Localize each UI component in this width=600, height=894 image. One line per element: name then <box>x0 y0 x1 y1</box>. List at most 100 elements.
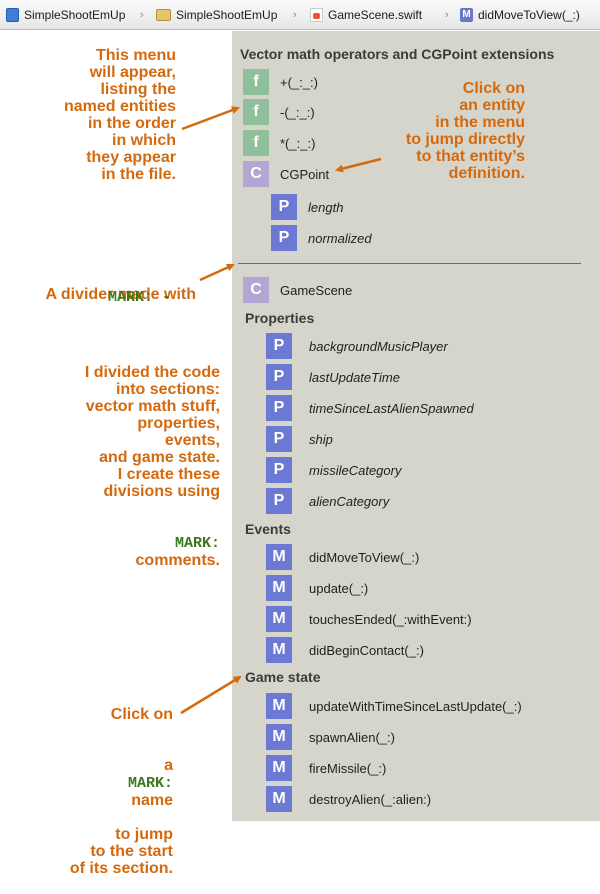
property-badge-icon: P <box>266 426 292 452</box>
jumpbar-item-method[interactable]: M didMoveToView(_:) <box>460 7 580 23</box>
menu-item-label: didBeginContact(_:) <box>309 642 424 658</box>
arrow-to-divider <box>199 263 235 282</box>
menu-item-method[interactable]: M updateWithTimeSinceLastUpdate(_:) <box>266 693 522 719</box>
annotation-text: Click on <box>110 706 173 723</box>
property-badge-icon: P <box>266 364 292 390</box>
menu-item-label: updateWithTimeSinceLastUpdate(_:) <box>309 698 522 714</box>
function-badge-icon: f <box>243 99 269 125</box>
jumpbar-item-project[interactable]: SimpleShootEmUp <box>6 7 125 23</box>
menu-item-method[interactable]: M spawnAlien(_:) <box>266 724 395 750</box>
menu-item-method[interactable]: M didBeginContact(_:) <box>266 637 424 663</box>
menu-item-label: ship <box>309 431 333 447</box>
property-badge-icon: P <box>266 333 292 359</box>
menu-section-events[interactable]: Events <box>245 521 291 537</box>
menu-item-label: normalized <box>308 230 372 246</box>
menu-section-properties[interactable]: Properties <box>245 310 315 326</box>
jumpbar-label: GameScene.swift <box>328 8 423 22</box>
menu-item-function[interactable]: f *(_:_:) <box>243 130 315 156</box>
property-badge-icon: P <box>266 457 292 483</box>
menu-item-function[interactable]: f -(_:_:) <box>243 99 315 125</box>
method-badge-icon: M <box>266 637 292 663</box>
annotation-text-line: a MARK: name <box>6 740 173 809</box>
jumpbar-label: didMoveToView(_:) <box>478 8 580 22</box>
mark-code: MARK: - <box>108 289 172 306</box>
swift-file-icon <box>310 8 323 22</box>
folder-icon <box>156 9 171 21</box>
menu-item-label: touchesEnded(_:withEvent:) <box>309 611 472 627</box>
method-badge-icon: M <box>266 575 292 601</box>
menu-item-label: didMoveToView(_:) <box>309 549 420 565</box>
menu-item-property[interactable]: P alienCategory <box>266 488 389 514</box>
menu-item-label: missileCategory <box>309 462 402 478</box>
menu-item-label: -(_:_:) <box>280 104 315 120</box>
method-badge-icon: M <box>266 544 292 570</box>
mark-code: MARK: <box>174 535 220 552</box>
menu-item-class[interactable]: C GameScene <box>243 277 352 303</box>
menu-item-label: backgroundMusicPlayer <box>309 338 448 354</box>
menu-item-property[interactable]: P length <box>271 194 343 220</box>
method-badge-icon: M <box>266 724 292 750</box>
class-badge-icon: C <box>243 277 269 303</box>
menu-divider <box>238 263 581 264</box>
property-badge-icon: P <box>266 395 292 421</box>
menu-item-label: destroyAlien(_:alien:) <box>309 791 432 807</box>
annotation-text: comments. <box>135 552 220 569</box>
menu-item-label: spawnAlien(_:) <box>309 729 395 745</box>
method-icon: M <box>460 8 473 22</box>
function-badge-icon: f <box>243 69 269 95</box>
property-badge-icon: P <box>266 488 292 514</box>
menu-item-label: CGPoint <box>280 166 330 182</box>
menu-item-method[interactable]: M touchesEnded(_:withEvent:) <box>266 606 472 632</box>
menu-item-label: fireMissile(_:) <box>309 760 387 776</box>
jumpbar-label: SimpleShootEmUp <box>24 8 126 22</box>
menu-item-function[interactable]: f +(_:_:) <box>243 69 318 95</box>
annotation-click-note: Click on an entity in the menu to jump d… <box>405 80 525 182</box>
menu-item-class[interactable]: C CGPoint <box>243 161 329 187</box>
annotation-text: to jump to the start of its section. <box>69 826 173 877</box>
annotation-sections-note: I divided the code into sections: vector… <box>6 347 220 586</box>
menu-item-property[interactable]: P ship <box>266 426 333 452</box>
symbol-menu-panel <box>232 31 600 821</box>
menu-item-method[interactable]: M fireMissile(_:) <box>266 755 386 781</box>
annotation-menu-note: This menu will appear, listing the named… <box>63 47 176 183</box>
menu-item-method[interactable]: M update(_:) <box>266 575 368 601</box>
menu-item-property[interactable]: P normalized <box>271 225 372 251</box>
chevron-right-icon: › <box>140 9 144 21</box>
method-badge-icon: M <box>266 606 292 632</box>
class-badge-icon: C <box>243 161 269 187</box>
menu-item-method[interactable]: M destroyAlien(_:alien:) <box>266 786 431 812</box>
property-badge-icon: P <box>271 225 297 251</box>
jumpbar-item-folder[interactable]: SimpleShootEmUp <box>156 7 277 23</box>
chevron-right-icon: › <box>293 9 297 21</box>
menu-item-property[interactable]: P timeSinceLastAlienSpawned <box>266 395 474 421</box>
menu-item-property[interactable]: P lastUpdateTime <box>266 364 400 390</box>
menu-item-property[interactable]: P backgroundMusicPlayer <box>266 333 448 359</box>
annotation-divider-code: MARK: - <box>108 288 198 306</box>
jumpbar-item-file[interactable]: GameScene.swift <box>310 7 422 23</box>
mark-code: MARK: <box>127 775 173 792</box>
jumpbar-label: SimpleShootEmUp <box>176 8 278 22</box>
menu-item-label: length <box>308 199 344 215</box>
annotation-text: a <box>164 757 173 774</box>
arrow-to-menu <box>181 106 240 131</box>
menu-item-method[interactable]: M didMoveToView(_:) <box>266 544 419 570</box>
function-badge-icon: f <box>243 130 269 156</box>
menu-item-label: timeSinceLastAlienSpawned <box>309 400 474 416</box>
menu-section-game-state[interactable]: Game state <box>245 669 321 685</box>
menu-item-label: alienCategory <box>309 493 390 509</box>
menu-item-property[interactable]: P missileCategory <box>266 457 401 483</box>
method-badge-icon: M <box>266 693 292 719</box>
menu-item-label: +(_:_:) <box>280 74 318 90</box>
menu-item-label: GameScene <box>280 282 353 298</box>
method-badge-icon: M <box>266 786 292 812</box>
annotation-text: A divider made with <box>45 286 196 303</box>
annotation-text-tail: MARK: comments. <box>6 517 220 569</box>
menu-section-title-vector[interactable]: Vector math operators and CGPoint extens… <box>240 46 555 62</box>
menu-item-label: *(_:_:) <box>280 135 316 151</box>
chevron-right-icon: › <box>445 9 449 21</box>
annotation-divider-note: A divider made with <box>6 269 196 320</box>
annotation-text: name <box>131 792 173 809</box>
annotation-text: I divided the code into sections: vector… <box>84 364 220 500</box>
property-badge-icon: P <box>271 194 297 220</box>
annotation-mark-note: Click on a MARK: name to jump to the sta… <box>6 689 173 894</box>
